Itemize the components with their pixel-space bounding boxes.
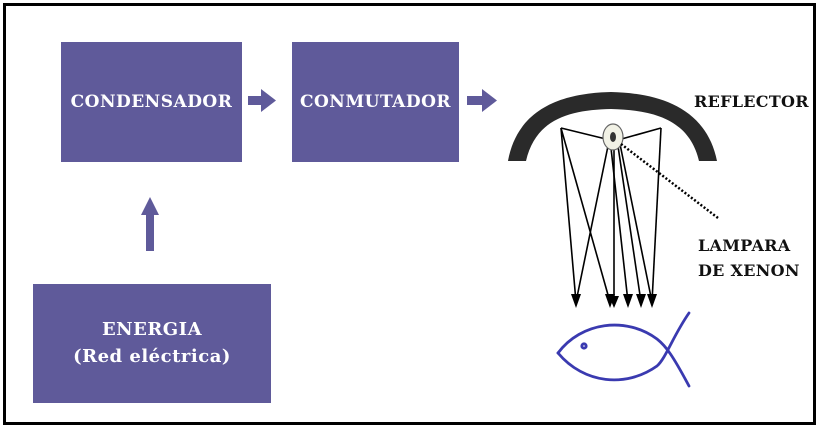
xenon-lamp-icon <box>602 123 624 151</box>
reflector-label: REFLECTOR <box>694 92 809 111</box>
reflector-dish-icon <box>508 92 717 161</box>
energia-sublabel: (Red eléctrica) <box>73 345 231 367</box>
arrow-energia-to-condensador <box>141 197 159 251</box>
light-rays <box>560 127 662 303</box>
lampara-label: LAMPARA DE XENON <box>698 234 800 284</box>
arrow-conmutador-to-reflector <box>467 89 497 112</box>
diagram-graphics <box>141 89 719 388</box>
energia-box: ENERGIA (Red eléctrica) <box>33 284 271 403</box>
conmutador-box: CONMUTADOR <box>292 42 459 162</box>
arrow-condensador-to-conmutador <box>248 89 276 112</box>
lampara-label-line1: LAMPARA <box>698 236 791 255</box>
energia-label: ENERGIA <box>101 319 203 341</box>
ray-arrowheads <box>571 294 657 308</box>
lampara-label-line2: DE XENON <box>698 260 800 280</box>
condensador-box: CONDENSADOR <box>61 42 242 162</box>
fish-icon <box>556 311 691 388</box>
conmutador-label: CONMUTADOR <box>299 91 452 112</box>
lamp-leader-line <box>620 143 719 219</box>
condensador-label: CONDENSADOR <box>70 91 233 112</box>
diagram-frame: CONDENSADOR CONMUTADOR ENERGIA (Red eléc… <box>3 3 816 425</box>
